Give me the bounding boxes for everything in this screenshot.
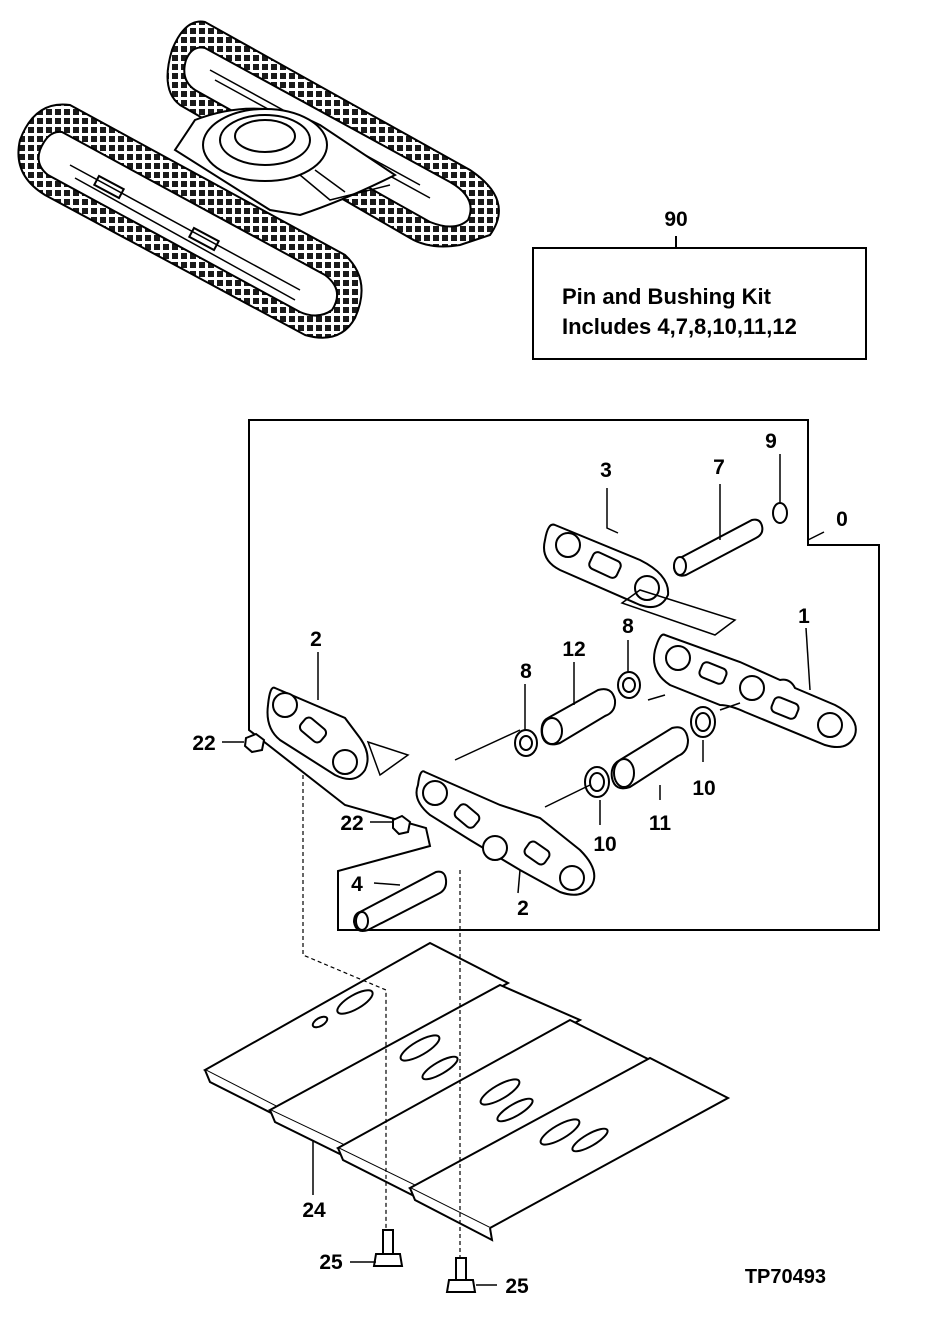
track-pin <box>352 870 448 932</box>
callout-12: 12 <box>562 638 585 661</box>
leader-0 <box>807 531 825 541</box>
kit-callout-number: 90 <box>664 208 687 231</box>
callout-2-lower: 2 <box>517 897 529 920</box>
callout-0: 0 <box>836 508 848 531</box>
bolt-25-left <box>372 1229 404 1267</box>
callout-7: 7 <box>713 456 725 479</box>
callout-22-lower: 22 <box>340 812 363 835</box>
snap-ring <box>772 502 788 524</box>
nut-22-upper <box>243 732 266 754</box>
callout-25-right: 25 <box>505 1275 529 1298</box>
callout-8-lower: 8 <box>520 660 532 683</box>
leader-lines <box>222 454 811 1286</box>
alignment-lines <box>302 775 461 1258</box>
callout-3: 3 <box>600 459 612 482</box>
left-link-upper <box>266 686 410 780</box>
master-link <box>543 523 737 636</box>
track-shoe-2 <box>267 983 583 1162</box>
kit-callout: 90 Pin and Bushing Kit Includes 4,7,8,10… <box>532 208 867 360</box>
callout-1: 1 <box>798 605 810 628</box>
assembly-outline <box>248 419 880 931</box>
bolt-25-right <box>445 1257 477 1293</box>
right-link <box>653 633 857 748</box>
callout-8-upper: 8 <box>622 615 634 638</box>
seal-8-lower <box>514 729 538 757</box>
callout-10-right: 10 <box>692 777 715 800</box>
track-shoe-1 <box>202 941 511 1122</box>
bushing-lower <box>610 726 690 790</box>
kit-box <box>532 247 867 360</box>
nut-22-lower <box>392 814 412 836</box>
callout-2-upper: 2 <box>310 628 322 651</box>
bushing-upper <box>540 688 617 746</box>
callout-22-upper: 22 <box>192 732 215 755</box>
undercarriage-illustration <box>17 20 500 339</box>
seal-10-lower <box>584 766 610 798</box>
track-shoe-4 <box>407 1056 731 1242</box>
callout-4: 4 <box>351 873 363 896</box>
callout-24: 24 <box>302 1199 326 1222</box>
seals <box>514 671 716 798</box>
front-track <box>17 103 363 339</box>
callout-25-left: 25 <box>319 1251 343 1274</box>
center-link <box>415 770 596 896</box>
callout-10-left: 10 <box>593 833 616 856</box>
track-shoe-3 <box>335 1018 653 1202</box>
center-frame <box>173 107 397 217</box>
callout-labels: 0 9 7 3 8 1 12 8 2 22 10 11 10 22 4 2 24… <box>192 430 848 1298</box>
master-pin <box>672 518 764 577</box>
callout-9: 9 <box>765 430 777 453</box>
seal-8-upper <box>617 671 641 699</box>
callout-11: 11 <box>649 812 672 835</box>
track-shoes <box>202 941 731 1242</box>
kit-includes: Includes 4,7,8,10,11,12 <box>562 314 797 339</box>
kit-title: Pin and Bushing Kit <box>562 284 772 309</box>
figure-reference: TP70493 <box>745 1266 826 1288</box>
seal-10-upper <box>690 706 716 738</box>
